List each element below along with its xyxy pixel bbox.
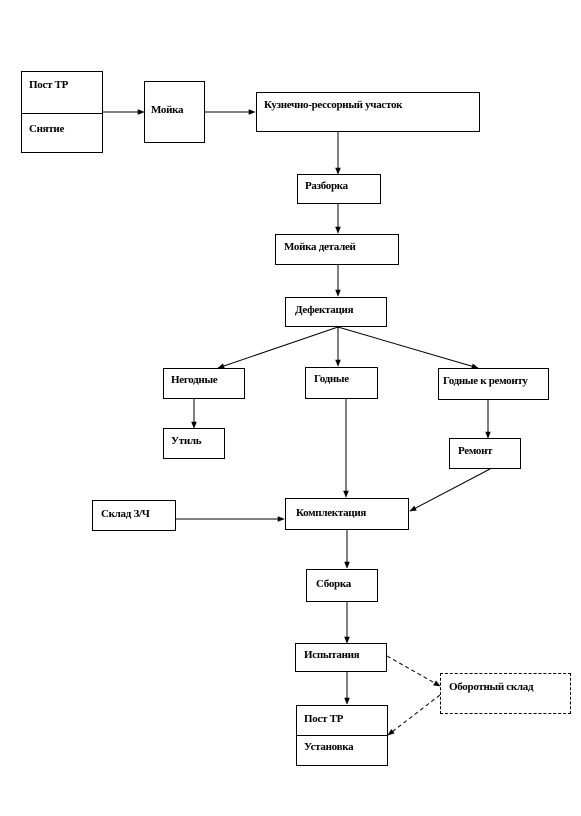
sborka-node: Сборка [306,569,378,602]
razborka-node: Разборка [297,174,381,204]
node-divider [22,113,102,114]
godnye-k-remontu-node: Годные к ремонту [438,368,549,400]
edge-defektaciya-to-godnye-k-remontu [337,326,479,369]
ispytaniya-label: Испытания [304,649,360,661]
godnye-node: Годные [305,367,378,399]
moika-node: Мойка [144,81,205,143]
sborka-label: Сборка [316,578,351,590]
razborka-label: Разборка [305,180,348,192]
remont-label: Ремонт [458,445,493,457]
defektaciya-label: Дефектация [295,304,354,316]
remont-node: Ремонт [449,438,521,469]
moika-detalei-node: Мойка деталей [275,234,399,265]
negodnye-label: Негодные [171,374,218,386]
util-node: Утиль [163,428,225,459]
sklad-zch-node: Склад З/Ч [92,500,176,531]
oborotnyi-sklad-node: Оборотный склад [440,673,571,714]
ispytaniya-node: Испытания [295,643,387,672]
edge-ispytaniya-to-oborotnyi [386,655,441,687]
kuznechno-node: Кузнечно-рессорный участок [256,92,480,132]
post-tr-label: Пост ТР [29,79,69,91]
post-tr-label: Пост ТР [304,713,344,725]
ustanovka-label: Установка [304,741,354,753]
edge-defektaciya-to-negodnye [217,326,339,369]
komplektaciya-label: Комплектация [296,507,367,519]
komplektaciya-node: Комплектация [285,498,409,530]
godnye-k-remontu-label: Годные к ремонту [443,375,528,387]
post-tr-ustanovka-node: Пост ТР Установка [296,705,388,766]
node-divider [297,735,387,736]
moika-detalei-label: Мойка деталей [284,241,356,253]
moika-label: Мойка [151,104,184,116]
negodnye-node: Негодные [163,368,245,399]
snyatie-label: Снятие [29,123,65,135]
godnye-label: Годные [314,373,349,385]
edge-remont-to-komplektaciya [409,468,491,512]
post-tr-snyatie-node: Пост ТР Снятие [21,71,103,153]
sklad-zch-label: Склад З/Ч [101,508,150,520]
util-label: Утиль [171,435,202,447]
oborotnyi-sklad-label: Оборотный склад [449,681,534,693]
edge-oborotnyi-to-post-tr [387,694,441,736]
defektaciya-node: Дефектация [285,297,387,327]
kuznechno-label: Кузнечно-рессорный участок [264,99,403,111]
